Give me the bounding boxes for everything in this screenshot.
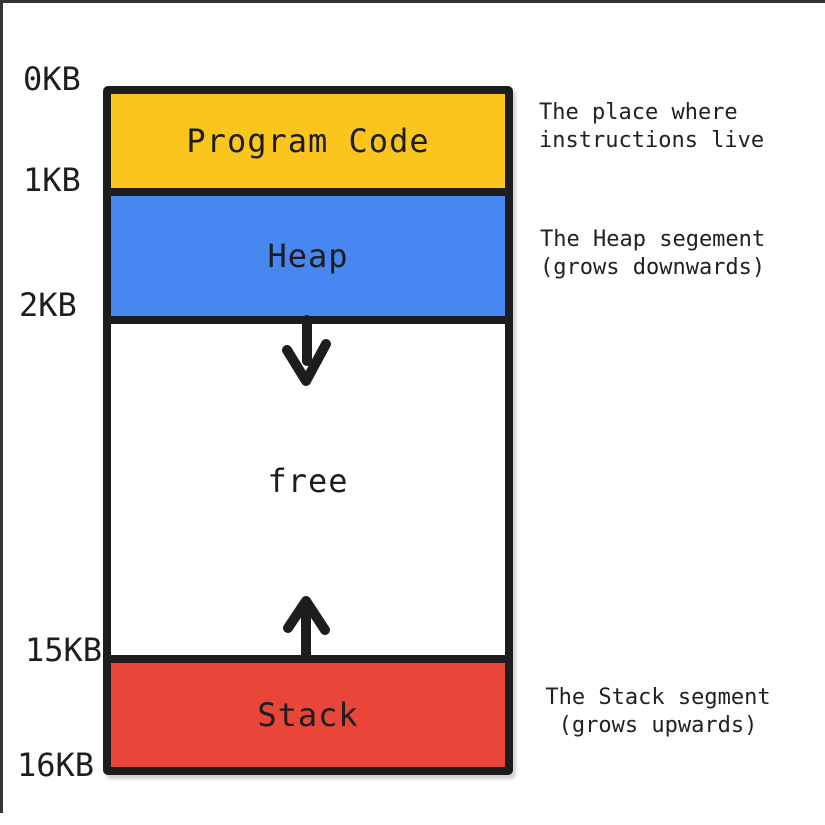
memory-box: Program Code Heap free Stack [103, 86, 513, 775]
segment-stack-label: Stack [257, 696, 359, 734]
address-label-1kb: 1KB [23, 161, 81, 199]
annotation-program-code-line2: instructions live [539, 128, 765, 153]
annotation-heap: The Heap segement (grows downwards) [540, 226, 765, 282]
annotation-program-code-line1: The place where [539, 100, 738, 125]
segment-heap-label: Heap [267, 237, 349, 275]
address-label-16kb: 16KB [17, 746, 95, 784]
canvas-top-edge-line [0, 0, 825, 3]
segment-divider-15kb [111, 655, 505, 663]
segment-heap: Heap [111, 196, 505, 316]
address-label-15kb: 15KB [25, 631, 103, 669]
segment-divider-1kb [111, 188, 505, 196]
segment-program-code: Program Code [111, 94, 505, 188]
segment-free: free [111, 324, 505, 655]
segment-free-label: free [267, 461, 349, 500]
annotation-stack-line2: (grows upwards) [558, 713, 758, 738]
segment-program-code-label: Program Code [186, 122, 430, 160]
address-label-2kb: 2KB [19, 286, 77, 324]
address-label-0kb: 0KB [23, 60, 81, 98]
annotation-stack: The Stack segment (grows upwards) [543, 684, 773, 740]
annotation-stack-line1: The Stack segment [545, 685, 771, 710]
segment-divider-2kb [111, 316, 505, 324]
annotation-heap-line2: (grows downwards) [540, 255, 766, 280]
canvas-left-edge-line [0, 0, 3, 813]
segment-stack: Stack [111, 663, 505, 767]
annotation-program-code: The place where instructions live [539, 99, 764, 155]
annotation-heap-line1: The Heap segement [540, 227, 766, 252]
